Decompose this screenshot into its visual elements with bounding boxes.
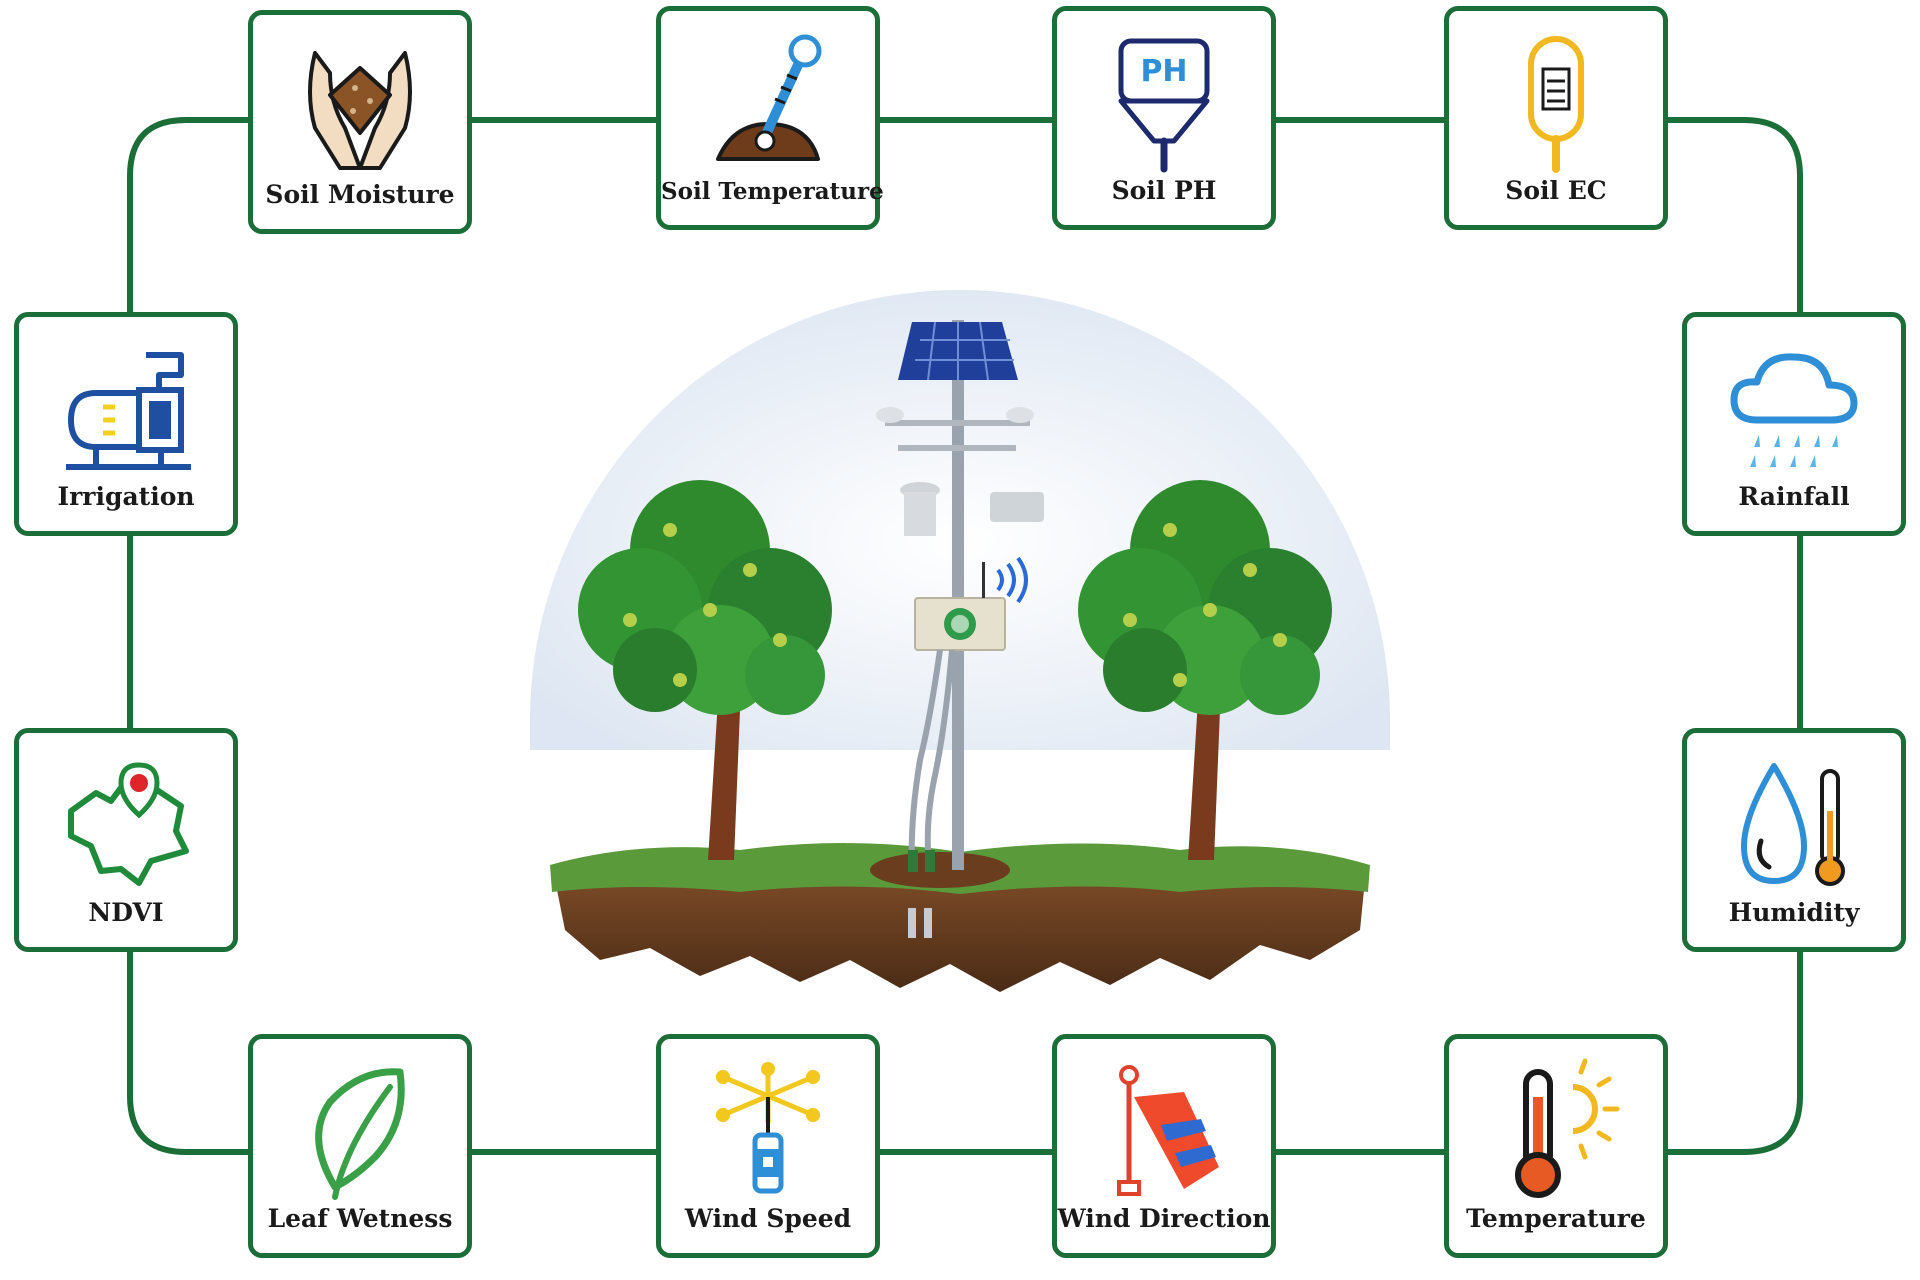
hands-holding-soil-icon <box>308 51 412 170</box>
sensor-card-wind-speed: Wind Speed <box>656 1034 880 1258</box>
sensor-card-temperature: Temperature <box>1444 1034 1668 1258</box>
ec-probe-icon <box>1528 36 1584 173</box>
sensor-label: Rainfall <box>1738 482 1850 511</box>
sensor-label: Soil PH <box>1111 176 1217 205</box>
soil-mound <box>870 852 1010 888</box>
sensor-card-ndvi: NDVI <box>14 728 238 952</box>
sensor-label: Irrigation <box>57 482 195 511</box>
left-tree <box>578 480 832 860</box>
sensor-card-soil-temperature: Soil Temperature <box>656 6 884 230</box>
sensor-card-soil-ph: PH Soil PH <box>1052 6 1276 230</box>
sensor-label: Humidity <box>1728 898 1860 927</box>
station-pole <box>952 320 964 870</box>
sensor-label: Temperature <box>1466 1204 1646 1233</box>
solar-panel <box>898 321 1018 381</box>
thermometer-sun-icon <box>1515 1058 1620 1198</box>
leaf-icon <box>315 1068 405 1200</box>
soil-island <box>555 880 1365 992</box>
sensor-card-leaf-wetness: Leaf Wetness <box>248 1034 472 1258</box>
weather-station-scene <box>530 290 1390 992</box>
sensor-card-humidity: Humidity <box>1682 728 1906 952</box>
water-pump-icon <box>66 352 191 470</box>
soil-thermometer-icon <box>716 34 822 161</box>
drop-thermometer-icon <box>1741 763 1845 886</box>
anemometer-icon <box>716 1062 820 1194</box>
svg-text:PH: PH <box>1140 54 1187 89</box>
sensor-label: Leaf Wetness <box>267 1204 453 1233</box>
sensor-card-irrigation: Irrigation <box>14 312 238 536</box>
sensor-label: Wind Direction <box>1057 1204 1271 1233</box>
right-tree <box>1078 480 1332 860</box>
sensor-card-soil-moisture: Soil Moisture <box>248 10 472 234</box>
sensor-card-rainfall: Rainfall <box>1682 312 1906 536</box>
sensor-label: NDVI <box>88 898 164 927</box>
sensor-label: Soil Temperature <box>661 178 884 205</box>
sensor-label: Soil EC <box>1505 176 1607 205</box>
rain-cloud-icon <box>1730 353 1858 467</box>
windsock-icon <box>1117 1065 1219 1196</box>
sensor-label: Wind Speed <box>684 1204 852 1233</box>
ph-probe-icon: PH <box>1118 38 1210 173</box>
sensor-label: Soil Moisture <box>265 180 455 209</box>
map-pin-icon <box>68 762 189 886</box>
sensor-card-soil-ec: Soil EC <box>1444 6 1668 230</box>
sensor-card-wind-direction: Wind Direction <box>1052 1034 1276 1258</box>
